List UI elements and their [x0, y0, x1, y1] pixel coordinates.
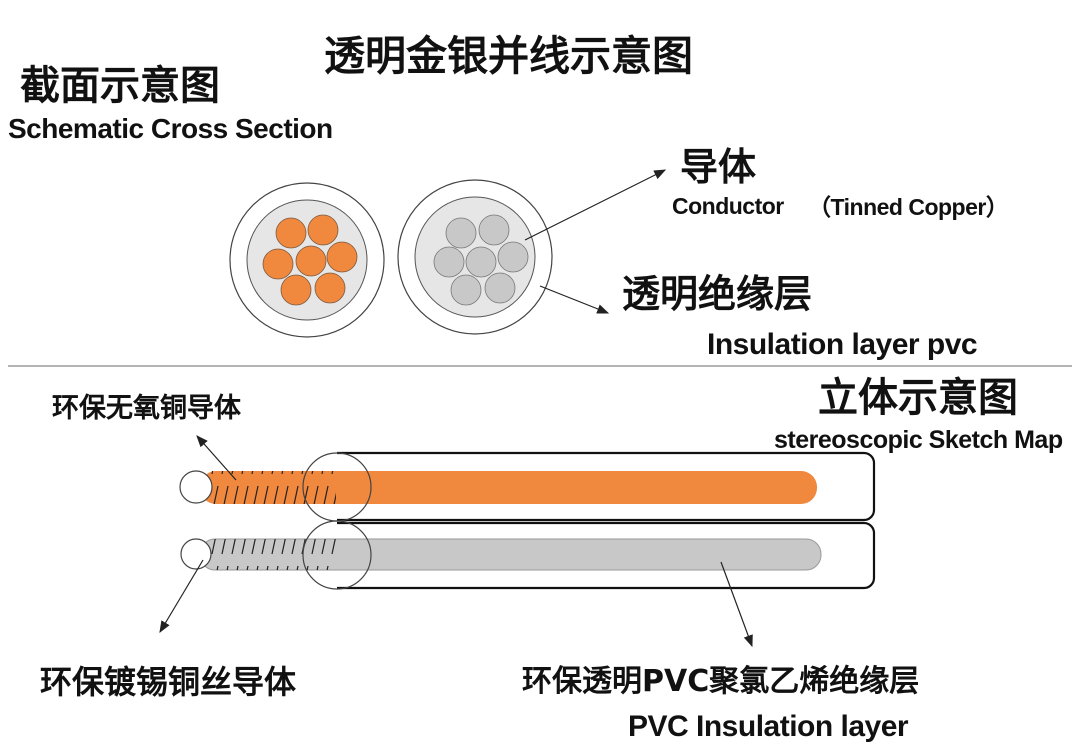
stereo-title: 立体示意图 [818, 375, 1018, 421]
cross-section-copper-cable [229, 182, 385, 338]
diagram-title: 透明金银并线示意图 [324, 32, 693, 80]
copper-strand [326, 241, 358, 273]
copper-strand [314, 272, 346, 304]
cross-section-title: 截面示意图 [20, 63, 220, 109]
copper-conductor-label: 环保无氧铜导体 [52, 393, 241, 424]
conductor-label: 导体 [680, 145, 757, 189]
tinned-conductor-label: 环保镀锡铜丝导体 [40, 663, 297, 701]
copper-conductor-arrow-icon [196, 435, 237, 481]
insulation-label: 透明绝缘层 [622, 272, 813, 316]
copper-strand [295, 245, 327, 277]
tinned-strands [433, 214, 529, 306]
pvc-layer-label-en: PVC Insulation layer [628, 710, 909, 743]
tinned-conductor-arrow-icon [159, 559, 204, 634]
cut-end-ring [302, 520, 372, 590]
conductor-end-cap [180, 538, 212, 570]
tinned-strand [445, 217, 477, 249]
insulation-arrow-icon [539, 285, 610, 314]
tinned-strand [433, 246, 465, 278]
tinned-strand [465, 246, 497, 278]
conductor-label-en: Conductor [672, 193, 784, 219]
cross-section-tinned-cable [397, 179, 553, 335]
strand-hatching [210, 471, 336, 504]
copper-conductor-bar [200, 471, 817, 504]
tinned-strand [478, 214, 510, 246]
copper-strand [280, 274, 312, 306]
tinned-strand [497, 241, 529, 273]
tinned-strand [450, 274, 482, 306]
cross-section-subtitle: Schematic Cross Section [8, 113, 333, 144]
stereo-tinned-cable [180, 520, 876, 590]
copper-strand [275, 217, 307, 249]
conductor-end-cap [179, 470, 213, 504]
copper-strands [262, 214, 358, 306]
stereo-copper-cable [179, 451, 876, 522]
strand-hatching [210, 539, 336, 570]
tinned-strand [484, 272, 516, 304]
copper-strand [262, 248, 294, 280]
stereo-subtitle: stereoscopic Sketch Map [774, 426, 1063, 454]
insulation-label-en: Insulation layer pvc [707, 328, 978, 361]
pvc-layer-arrow-icon [720, 561, 753, 648]
conductor-arrow-icon [524, 169, 667, 241]
conductor-material-note: （Tinned Copper） [808, 194, 1009, 220]
copper-strand [307, 214, 339, 246]
pvc-layer-label: 环保透明PVC聚氯乙烯绝缘层 [522, 664, 920, 699]
